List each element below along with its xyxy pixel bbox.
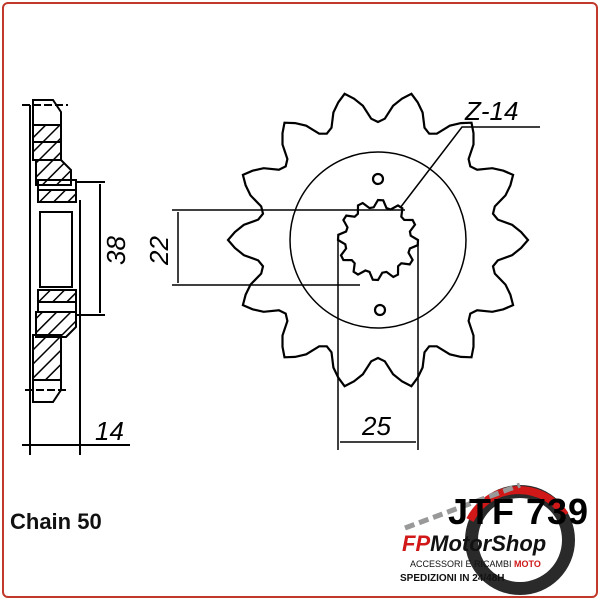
bolt-hole	[373, 303, 387, 317]
pitch-circle	[289, 151, 467, 329]
dim-label-14: 14	[95, 416, 124, 446]
dim-label-25: 25	[361, 411, 391, 441]
tagline-accent: MOTO	[514, 559, 541, 569]
spline-bore	[336, 198, 420, 282]
part-number: JTF 739	[448, 491, 590, 532]
dim-label-22: 22	[144, 236, 174, 266]
front-view	[172, 92, 540, 450]
bolt-hole	[371, 172, 385, 186]
shipping-label: SPEDIZIONI IN 24/48H	[400, 573, 505, 584]
brand-fp: FP	[402, 531, 431, 556]
brand-name: FPMotorShop	[402, 533, 546, 555]
dim-label-38: 38	[101, 236, 131, 265]
brand-logo-graphic	[404, 482, 575, 595]
chain-size-label: Chain 50	[10, 509, 102, 534]
tagline-text: ACCESSORI E RICAMBI	[410, 559, 512, 569]
teeth-count-label: Z-14	[464, 96, 518, 126]
brand-rest: MotorShop	[430, 531, 547, 556]
brand-tagline: ACCESSORI E RICAMBI MOTO	[410, 559, 541, 569]
sprocket-outline	[226, 92, 530, 388]
side-section-view	[22, 99, 130, 455]
